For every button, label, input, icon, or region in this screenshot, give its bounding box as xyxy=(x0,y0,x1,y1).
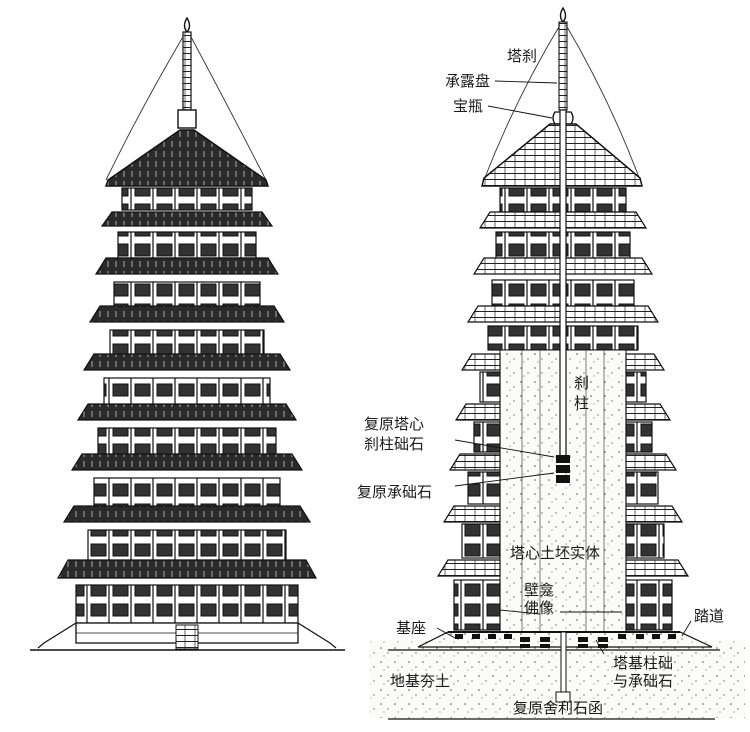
left-pagoda xyxy=(30,16,345,651)
label-mast-column-1: 刹 xyxy=(574,374,590,392)
label-core-base-1: 复原塔心 xyxy=(364,415,425,433)
label-treasure-vase: 宝瓶 xyxy=(453,97,484,115)
label-relic-casket: 复原舍利石函 xyxy=(513,699,604,717)
label-support-stone: 复原承础石 xyxy=(357,483,433,501)
label-ramp: 踏道 xyxy=(694,607,725,625)
label-spire: 塔刹 xyxy=(507,47,538,65)
label-core-base-2: 刹柱础石 xyxy=(364,435,425,453)
finial-icon xyxy=(183,16,191,34)
label-foundation-soil: 地基夯土 xyxy=(390,672,451,690)
label-earth-core: 塔心土坯实体 xyxy=(510,544,601,562)
label-mast-column-2: 柱 xyxy=(574,394,590,412)
right-pagoda-section xyxy=(370,6,745,720)
label-niche-1: 壁龛 xyxy=(524,581,555,599)
label-niche-2: 佛像 xyxy=(524,599,555,617)
finial-icon xyxy=(559,6,567,24)
label-plinth: 基座 xyxy=(396,619,427,637)
label-column-base-1: 塔基柱础 xyxy=(613,654,674,672)
label-column-base-2: 与承础石 xyxy=(613,672,674,690)
label-dew-plate: 承露盘 xyxy=(445,72,491,90)
